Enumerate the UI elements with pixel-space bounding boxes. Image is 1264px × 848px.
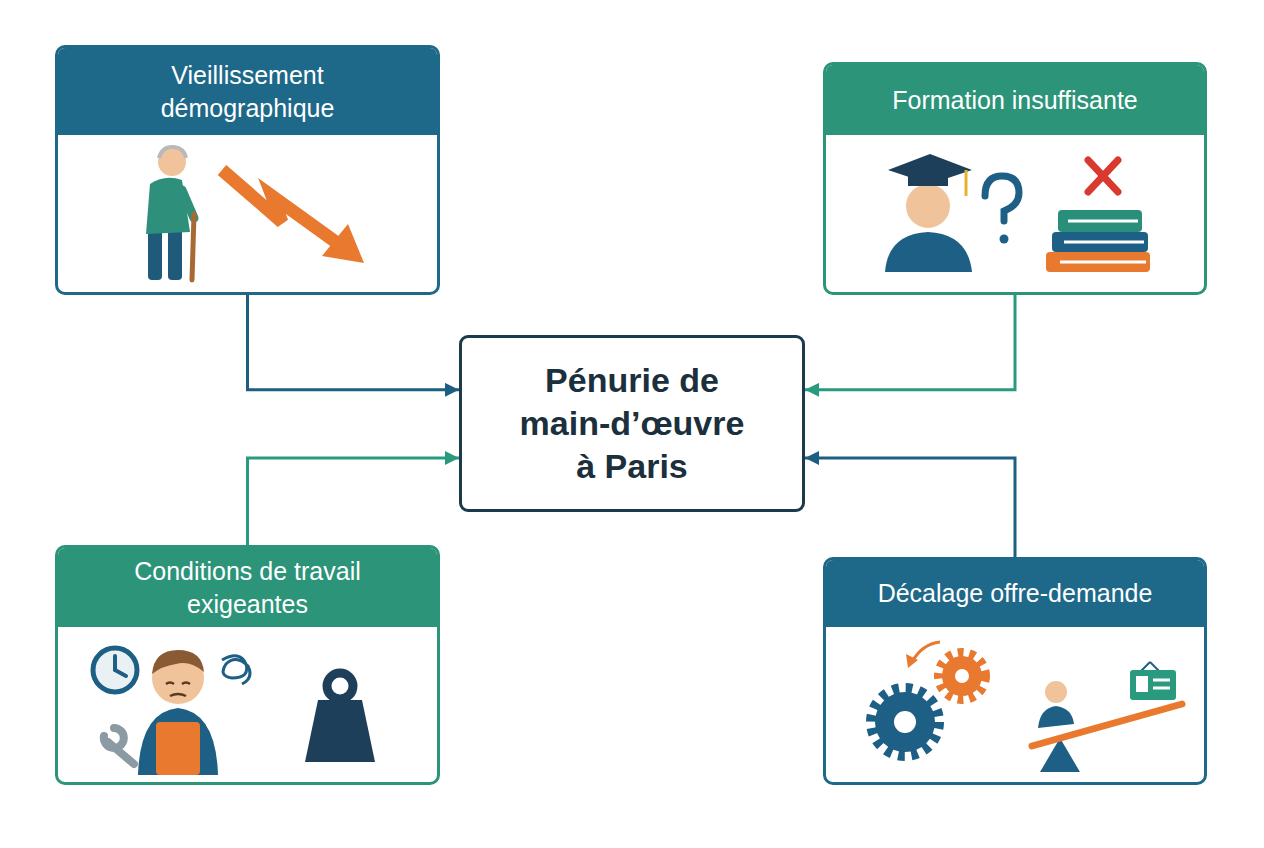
center-text-wrap: Pénurie de main-d’œuvre à Paris [462, 338, 802, 509]
box-header: Formation insuffisante [826, 65, 1204, 135]
cause-box: Formation insuffisante [823, 62, 1207, 295]
box-header: Vieillissement démographique [58, 48, 437, 135]
cause-arrow [805, 295, 1015, 390]
box-header: Conditions de travail exigeantes [58, 548, 437, 627]
cause-box: Décalage offre-demande [823, 557, 1207, 785]
cause-arrow [248, 295, 460, 390]
cause-arrow [248, 458, 460, 545]
box-title: Décalage offre-demande [878, 577, 1153, 610]
cause-arrow [805, 458, 1015, 557]
cause-box: Conditions de travail exigeantes [55, 545, 440, 785]
central-box: Pénurie de main-d’œuvre à Paris [459, 335, 805, 512]
box-title: Vieillissement démographique [108, 59, 388, 124]
central-label: Pénurie de main-d’œuvre à Paris [512, 359, 752, 489]
box-header: Décalage offre-demande [826, 560, 1204, 627]
box-title: Formation insuffisante [892, 84, 1138, 117]
box-title: Conditions de travail exigeantes [98, 555, 398, 620]
cause-box: Vieillissement démographique [55, 45, 440, 295]
